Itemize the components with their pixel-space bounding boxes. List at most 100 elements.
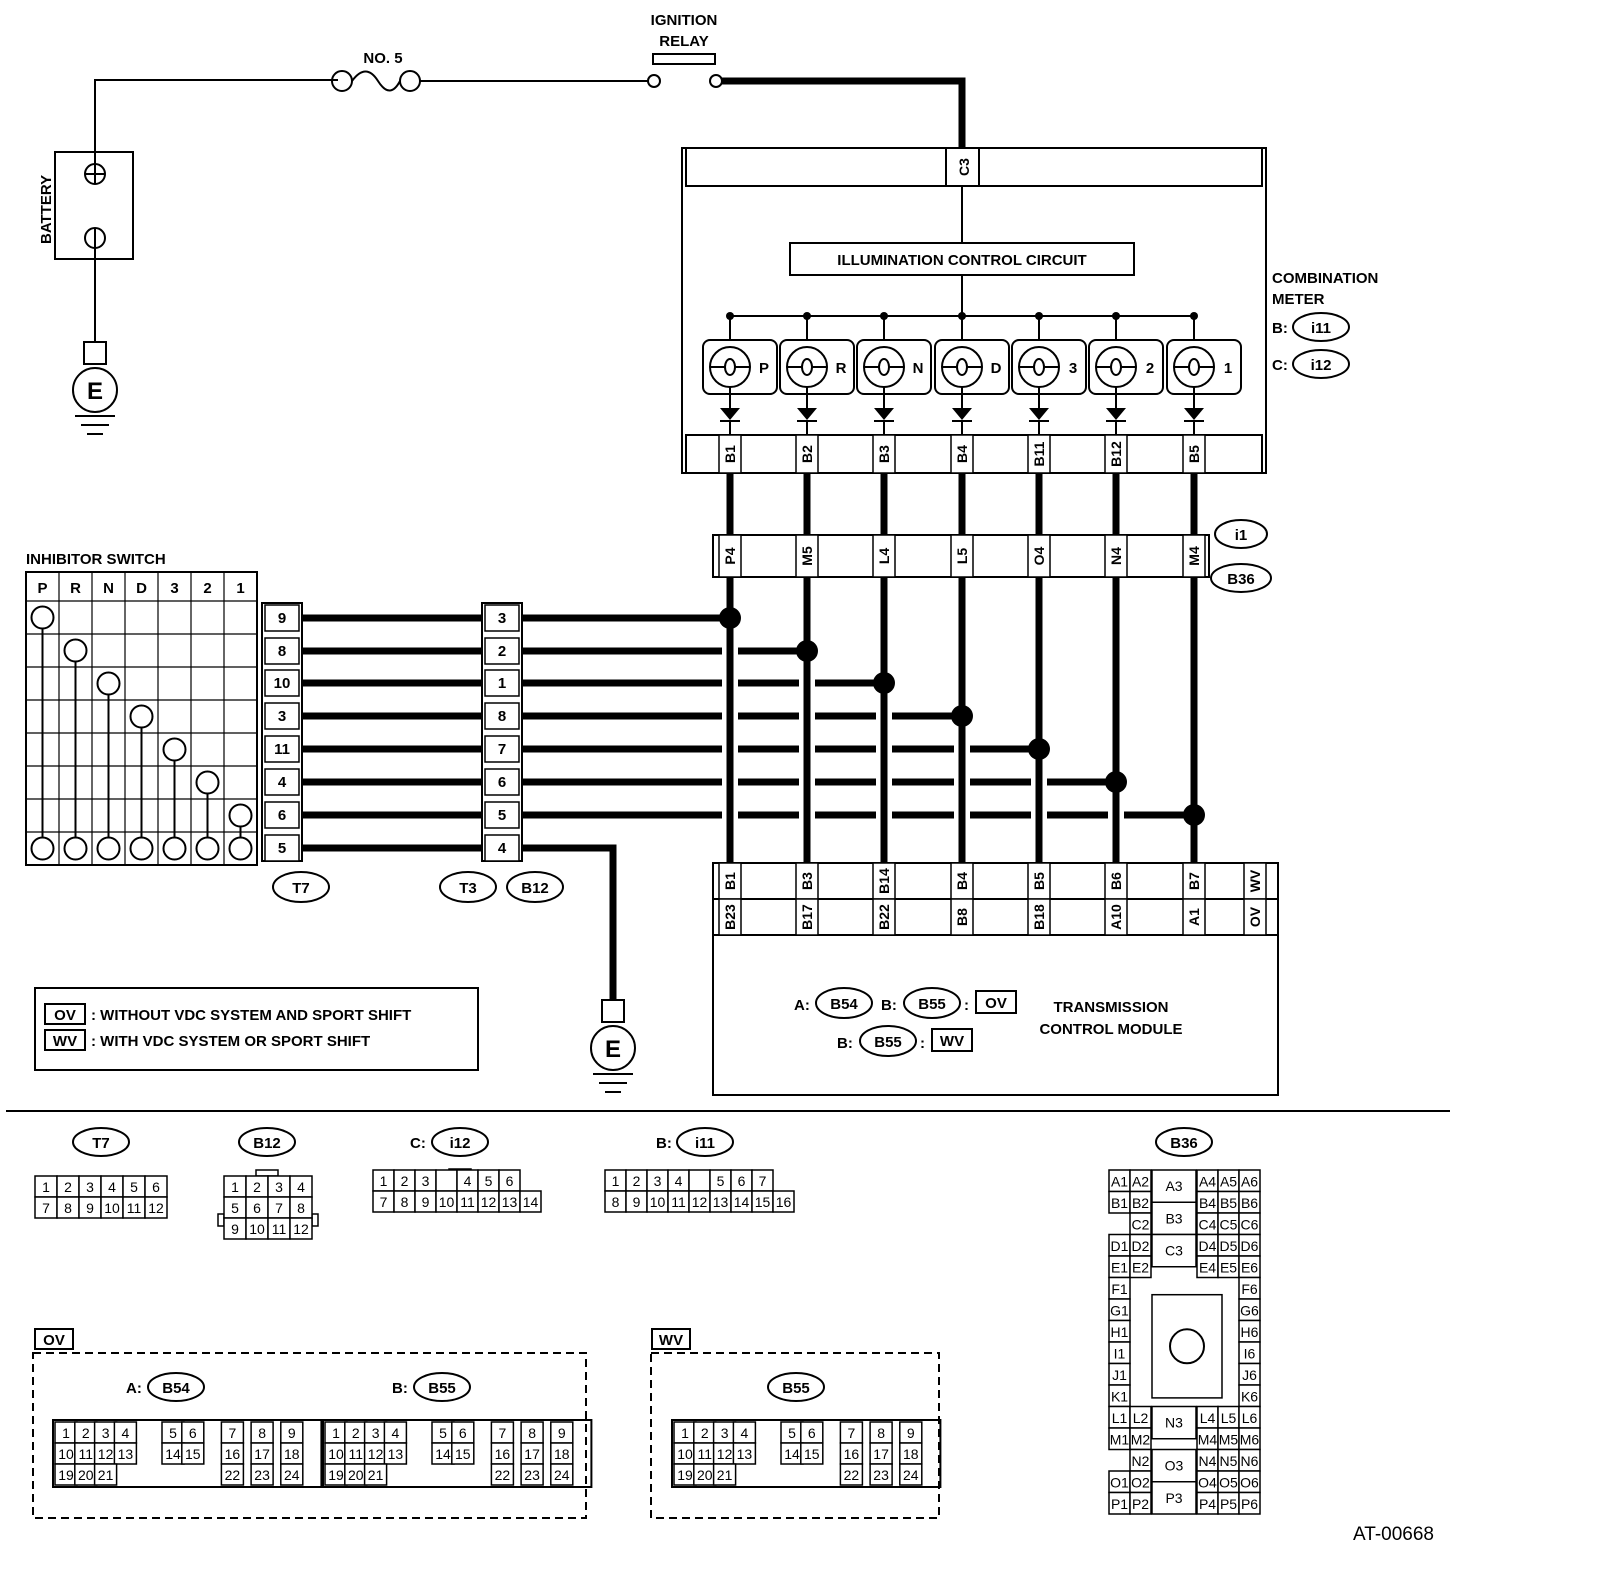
view-b12-badge (238, 1127, 296, 1157)
view-ov-b54-pin-18: 18 (284, 1446, 300, 1462)
view-i11-pin-13: 13 (713, 1194, 729, 1210)
tcm-title-2: CONTROL MODULE (1039, 1021, 1182, 1038)
view-ov-b55-pin-21: 21 (368, 1467, 384, 1483)
switch-contact-common (63, 836, 88, 861)
t3-pin-cell (484, 834, 520, 862)
splice-dot (1105, 771, 1127, 793)
view-b12-pin-11: 11 (272, 1221, 287, 1237)
view-b12-label: B12 (253, 1135, 281, 1152)
view-i11-pin-1: 1 (612, 1173, 620, 1189)
splice-dot (873, 672, 895, 694)
tcm-pin-OV: OV (1247, 906, 1263, 927)
view-wv-b55-pin-6: 6 (808, 1425, 816, 1441)
view-b36-pin-D5: D5 (1220, 1238, 1238, 1254)
view-wv-b55-pin-15: 15 (804, 1446, 820, 1462)
view-b12-pin-10: 10 (249, 1221, 265, 1237)
switch-contact (129, 704, 154, 729)
view-i11-cell (772, 1190, 795, 1213)
view-i12-pin-9: 9 (422, 1194, 430, 1210)
view-i12-pin-4: 4 (464, 1173, 472, 1189)
view-i11-pin-7: 7 (759, 1173, 767, 1189)
view-i12-cell (435, 1169, 458, 1192)
meter-conn-b-label: i11 (1311, 320, 1331, 337)
view-wv-b55-pin-13: 13 (737, 1446, 753, 1462)
view-b12-cell (289, 1217, 313, 1240)
view-i12-badge (431, 1127, 489, 1157)
view-ov-b55-pin-4: 4 (392, 1425, 400, 1441)
legend-box (34, 987, 479, 1071)
view-ov-b55-cell (363, 1463, 388, 1486)
view-ov-b55-pin-16: 16 (495, 1446, 511, 1462)
view-i12-pin-8: 8 (401, 1194, 409, 1210)
view-b36-center-cell (1151, 1169, 1197, 1203)
view-b36-lock-plate (1151, 1293, 1223, 1399)
t7-pin-9: 9 (278, 610, 286, 627)
view-ov-b54-pin-20: 20 (78, 1467, 94, 1483)
view-ov-b54-pin-12: 12 (98, 1446, 114, 1462)
view-b36-pin-B4: B4 (1199, 1195, 1216, 1211)
view-ov-b54-pin-14: 14 (165, 1446, 181, 1462)
t7-pin-6: 6 (278, 807, 286, 824)
switch-contact (30, 605, 55, 630)
view-b36-pin-I6: I6 (1244, 1346, 1256, 1362)
fuse-label: NO. 5 (363, 50, 402, 67)
view-ov-b55-cell (550, 1463, 574, 1486)
conn-t3-label: T3 (459, 880, 477, 897)
view-ov-b54-pin-3: 3 (102, 1425, 110, 1441)
view-i12-pin-1: 1 (380, 1173, 388, 1189)
view-b36-pin-A6: A6 (1241, 1174, 1258, 1190)
view-ov-b54-pin-21: 21 (98, 1467, 114, 1483)
t7-pin-cell (264, 834, 300, 862)
conn-b12-badge (506, 871, 564, 903)
ground-symbol-tcm (590, 1025, 636, 1071)
view-b12-pin-9: 9 (231, 1221, 239, 1237)
view-b36-label: B36 (1170, 1135, 1198, 1152)
view-i11-pin-3: 3 (654, 1173, 662, 1189)
view-t7-pin-8: 8 (64, 1200, 72, 1216)
view-ov-b55-pin-5: 5 (439, 1425, 447, 1441)
view-ov-b55-pin-2: 2 (352, 1425, 360, 1441)
view-wv-group (650, 1352, 940, 1519)
view-i12-cell (519, 1190, 542, 1213)
view-t7-cell (144, 1196, 168, 1219)
tcm-pin-cell (795, 898, 819, 936)
tcm-pin-cell (872, 898, 896, 936)
view-ov-b55-cell (520, 1463, 544, 1486)
junction-pin-L4: L4 (876, 548, 892, 565)
view-t7-pin-3: 3 (86, 1179, 94, 1195)
switch-position-1: 1 (236, 580, 244, 597)
view-ov-a-prefix: A: (126, 1380, 142, 1397)
view-wv-b55-cell (712, 1463, 737, 1486)
view-i11-label: i11 (695, 1135, 715, 1152)
switch-contact-common (96, 836, 121, 861)
view-b36-cell (1129, 1255, 1152, 1279)
view-b36-pin-P3: P3 (1165, 1490, 1182, 1506)
view-b36-pin-E4: E4 (1199, 1260, 1216, 1276)
view-b12-pin-1: 1 (231, 1179, 239, 1195)
view-ov-tag-label: OV (43, 1332, 65, 1349)
tcm-pin-cell (1027, 898, 1051, 936)
view-t7-pin-9: 9 (86, 1200, 94, 1216)
switch-contact-common (228, 836, 253, 861)
view-b36-pin-C2: C2 (1132, 1217, 1150, 1233)
view-i12-pin-11: 11 (460, 1194, 475, 1210)
view-i11-pin-11: 11 (671, 1194, 686, 1210)
view-ov-b54-pin-7: 7 (229, 1425, 237, 1441)
view-b36-pin-O5: O5 (1219, 1475, 1238, 1491)
view-b12-pin-6: 6 (253, 1200, 261, 1216)
conn-b12-label: B12 (521, 880, 549, 897)
tcm-a-prefix: A: (794, 997, 810, 1014)
view-ov-b55-pin-15: 15 (455, 1446, 471, 1462)
relay-contact-left (647, 74, 661, 88)
tcm-pin-B5: B5 (1031, 872, 1047, 890)
t7-pin-4: 4 (278, 774, 287, 791)
switch-position-R: R (70, 580, 81, 597)
view-wv-b55-pin-11: 11 (698, 1446, 713, 1462)
view-wv-b55-cell (869, 1463, 893, 1486)
view-i12-pin-13: 13 (502, 1194, 518, 1210)
view-t7-pin-6: 6 (152, 1179, 160, 1195)
